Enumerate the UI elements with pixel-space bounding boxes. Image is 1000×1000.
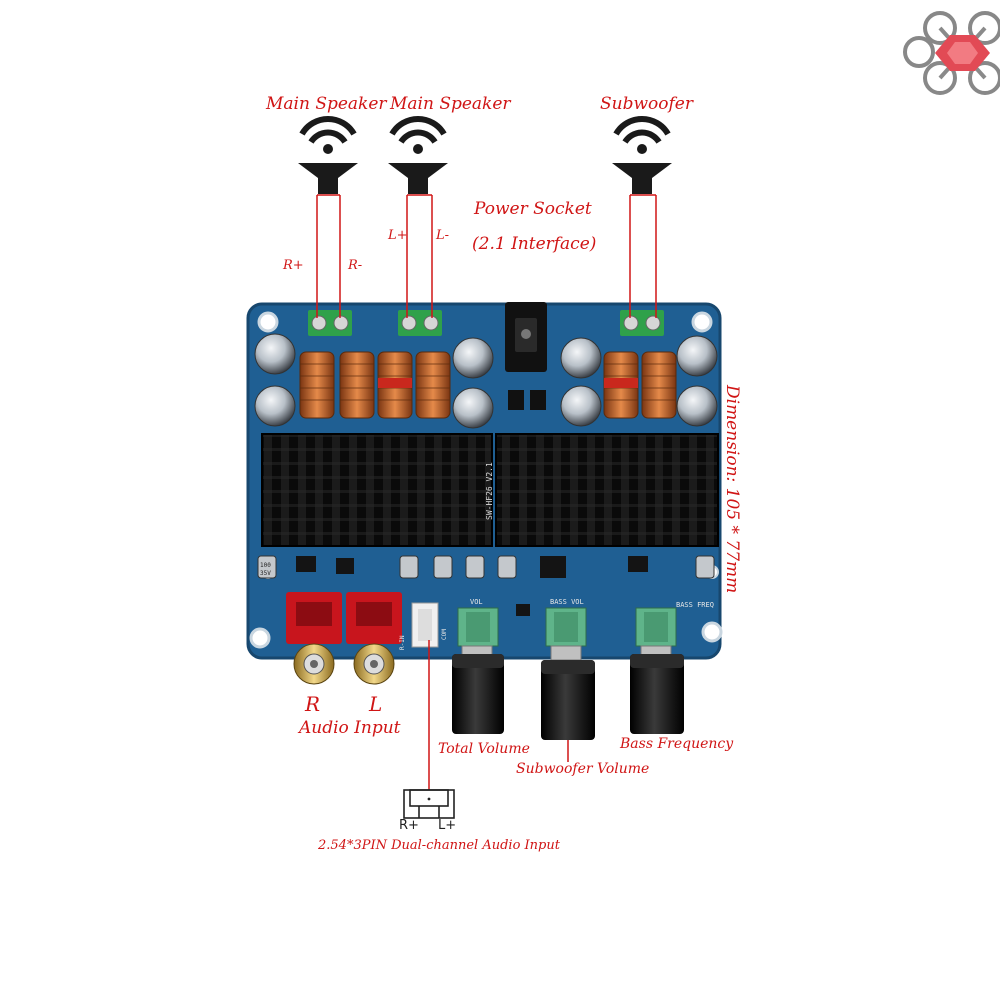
speaker-terminal-block <box>620 310 664 336</box>
speaker-terminal-block <box>308 310 352 336</box>
rca-jack-left <box>346 592 402 685</box>
silk-vol: VOL <box>470 598 483 606</box>
cap-value-text: 100 <box>260 562 271 569</box>
label-bass-frequency: Bass Frequency <box>620 736 734 752</box>
speaker-terminal-block <box>398 310 442 336</box>
label-audio-input: Audio Input <box>299 718 401 738</box>
label-total-volume: Total Volume <box>438 741 530 757</box>
speaker-icon <box>612 115 672 194</box>
label-pin-l-plus: L+ <box>438 818 457 833</box>
label-main-speaker-right: Main Speaker <box>266 94 387 114</box>
potentiometer-bass-freq <box>635 607 677 647</box>
cap-value-text: 35V <box>260 570 271 577</box>
rca-jack-right <box>286 592 342 685</box>
speaker-icon <box>298 115 358 194</box>
inductors <box>299 351 677 419</box>
capacitors <box>254 333 718 429</box>
small-capacitors <box>257 555 715 579</box>
heatsink-right <box>495 433 719 547</box>
label-main-speaker-left: Main Speaker <box>390 94 511 114</box>
label-dimension: Dimension: 105 * 77mm <box>722 385 742 594</box>
label-r-minus: R- <box>348 258 363 273</box>
label-l-plus: L+ <box>388 228 408 243</box>
knob-subwoofer-volume <box>541 645 595 740</box>
label-jack-l: L <box>369 692 383 716</box>
label-pin-header-description: 2.54*3PIN Dual-channel Audio Input <box>318 838 560 853</box>
label-l-minus: L- <box>436 228 450 243</box>
heatsink-left <box>261 433 493 547</box>
potentiometer-bass-volume <box>545 607 587 647</box>
pin-header-icon <box>403 789 455 819</box>
label-jack-r: R <box>305 692 321 716</box>
label-pin-r-plus: R+ <box>399 818 419 833</box>
label-power-socket: Power Socket <box>474 199 592 219</box>
pin-header-connector <box>411 602 439 648</box>
silk-bass-freq: BASS FREQ <box>676 601 714 609</box>
label-power-interface: (2.1 Interface) <box>472 234 597 254</box>
board-version-text: SW-HF26 V2.1 <box>485 462 494 520</box>
silk-bass-vol: BASS VOL <box>550 598 584 606</box>
label-subwoofer: Subwoofer <box>600 94 693 114</box>
annotation-lines <box>316 194 657 790</box>
power-socket <box>505 302 547 410</box>
silk-com: COM <box>441 629 448 640</box>
silk-rin: R-IN <box>399 635 406 650</box>
ic-chips <box>296 556 648 616</box>
label-r-plus: R+ <box>283 258 304 273</box>
knob-bass-frequency <box>630 645 684 734</box>
label-subwoofer-volume: Subwoofer Volume <box>516 761 650 777</box>
speaker-icon <box>388 115 448 194</box>
drone-logo-icon <box>903 11 1000 95</box>
potentiometer-volume <box>457 607 499 647</box>
knob-total-volume <box>452 645 504 734</box>
